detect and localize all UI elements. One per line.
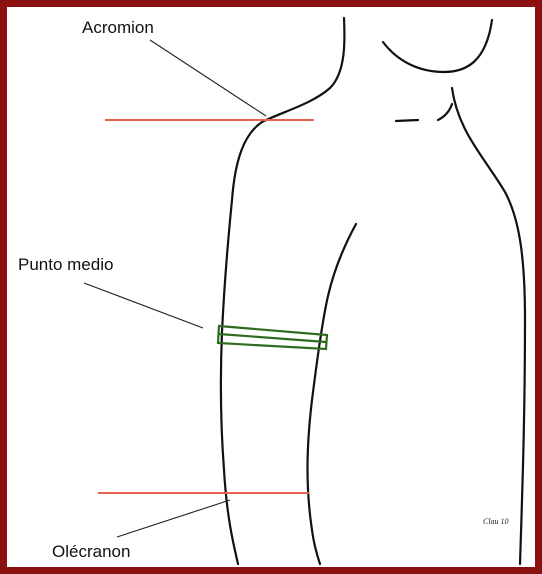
collarbone-right — [438, 104, 452, 120]
acromion-label: Acromion — [82, 18, 154, 37]
inner-arm-outline — [308, 224, 357, 564]
shoulder-arm-outline — [221, 18, 345, 564]
olecranon-label: Olécranon — [52, 542, 130, 561]
measuring-band-center-line — [219, 334, 326, 342]
midpoint-label: Punto medio — [18, 255, 113, 274]
neck-outline — [383, 20, 492, 72]
torso-outline — [452, 88, 525, 564]
collarbone-left — [396, 120, 418, 121]
olecranon-leader-line — [117, 500, 230, 537]
midpoint-leader-line — [84, 283, 203, 328]
artist-signature: Clau 10 — [483, 517, 509, 526]
acromion-leader-line — [150, 40, 266, 116]
